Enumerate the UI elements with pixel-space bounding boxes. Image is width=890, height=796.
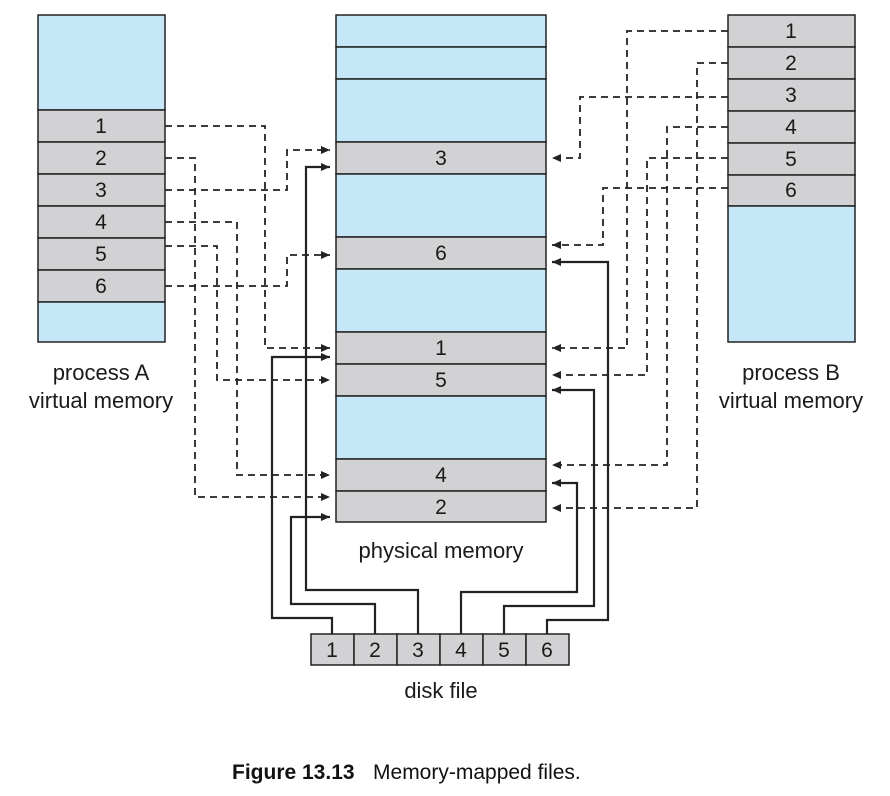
process-a-subtitle: virtual memory	[29, 388, 173, 413]
process-a-page-label: 6	[95, 275, 107, 298]
physical-free	[335, 78, 547, 143]
process-a-memory: 1 2 3 4 5 6	[37, 14, 166, 343]
process-b-page-label: 3	[785, 84, 797, 107]
figure-caption: Figure 13.13 Memory-mapped files.	[232, 761, 581, 784]
process-b-page-label: 1	[785, 20, 797, 43]
physical-frame	[335, 236, 547, 270]
mapping-b5-to-frame5	[552, 157, 728, 379]
process-a-page	[37, 141, 166, 175]
process-a-page	[37, 109, 166, 143]
disk-block	[310, 633, 355, 666]
mapping-a4-to-frame4	[165, 221, 330, 479]
disk-block1-to-frame1	[270, 353, 334, 634]
mapping-a1-to-frame1	[165, 125, 330, 352]
physical-memory: 3 6 1 5 4 2	[335, 14, 547, 523]
disk-block-label: 1	[326, 639, 338, 662]
process-a-mappings	[165, 125, 330, 501]
disk-block-label: 3	[412, 639, 424, 662]
mapping-b1-to-frame1	[552, 30, 728, 352]
mapping-a5-to-frame5	[165, 245, 330, 384]
physical-frame-label: 2	[435, 496, 447, 519]
process-b-page-label: 6	[785, 179, 797, 202]
disk-block3-to-frame3	[304, 163, 420, 634]
process-b-page-label: 5	[785, 148, 797, 171]
physical-frame	[335, 363, 547, 397]
figure-number: Figure 13.13	[232, 761, 355, 784]
disk-block	[353, 633, 398, 666]
physical-free	[335, 173, 547, 238]
physical-free	[335, 14, 547, 48]
process-b-page-label: 4	[785, 116, 797, 139]
process-b-free	[727, 205, 856, 343]
disk-block5-to-frame5	[502, 386, 596, 634]
disk-file-title: disk file	[404, 678, 477, 703]
physical-frame-label: 6	[435, 242, 447, 265]
physical-frame-label: 1	[435, 337, 447, 360]
process-a-page-label: 5	[95, 243, 107, 266]
disk-file: 1 2 3 4 5 6	[310, 633, 570, 666]
disk-block-label: 6	[541, 639, 553, 662]
mapping-b2-to-frame2	[552, 62, 728, 512]
disk-block4-to-frame4	[459, 479, 579, 634]
mapping-a2-to-frame2	[165, 157, 330, 501]
figure-caption-text: Memory-mapped files.	[373, 761, 581, 784]
physical-frame-label: 4	[435, 464, 447, 487]
process-a-page-label: 1	[95, 115, 107, 138]
process-a-page	[37, 269, 166, 303]
process-a-page-label: 2	[95, 147, 107, 170]
disk-block2-to-frame2	[289, 513, 377, 634]
process-a-free-bottom	[37, 301, 166, 343]
process-b-mappings	[552, 30, 728, 512]
process-b-page	[727, 46, 856, 80]
physical-memory-title: physical memory	[358, 538, 523, 563]
mapping-b3-to-frame3	[552, 96, 728, 162]
process-b-subtitle: virtual memory	[719, 388, 863, 413]
process-b-page	[727, 142, 856, 176]
disk-block-label: 5	[498, 639, 510, 662]
process-a-page-label: 4	[95, 211, 107, 234]
process-a-free-top	[37, 14, 166, 111]
physical-frame-label: 3	[435, 147, 447, 170]
physical-frame-label: 5	[435, 369, 447, 392]
disk-block-label: 2	[369, 639, 381, 662]
physical-free	[335, 268, 547, 333]
mapping-b4-to-frame4	[552, 126, 728, 469]
disk-mappings	[270, 163, 610, 634]
physical-frame	[335, 458, 547, 492]
process-b-memory: 1 2 3 4 5 6	[727, 14, 856, 343]
process-b-title: process B	[742, 360, 840, 385]
process-b-page-label: 2	[785, 52, 797, 75]
physical-free	[335, 46, 547, 80]
disk-block	[525, 633, 570, 666]
mapping-a3-to-frame3	[165, 146, 330, 191]
mapping-a6-to-frame6	[165, 251, 330, 287]
process-a-page-label: 3	[95, 179, 107, 202]
process-b-page	[727, 174, 856, 207]
mapping-b6-to-frame6	[552, 187, 728, 249]
physical-frame	[335, 490, 547, 523]
physical-free	[335, 395, 547, 460]
process-a-title: process A	[53, 360, 150, 385]
disk-block6-to-frame6	[545, 258, 610, 634]
disk-block-label: 4	[455, 639, 467, 662]
